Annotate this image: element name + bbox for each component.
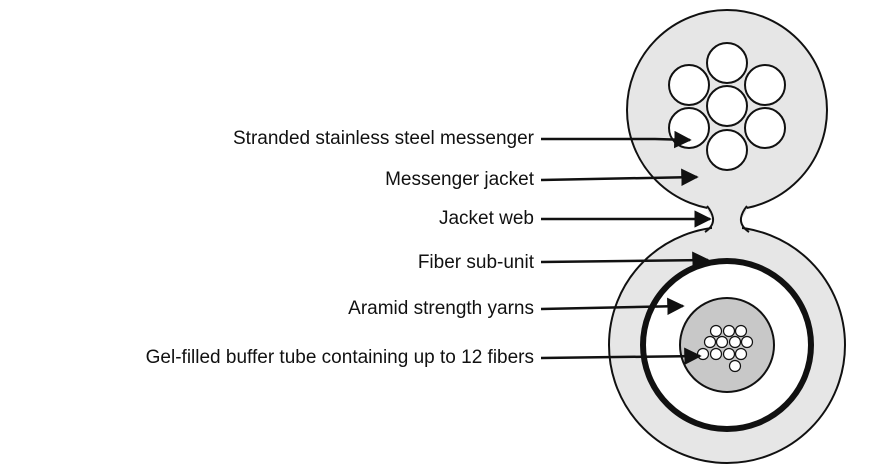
- leader-arrows: [540, 130, 712, 365]
- stranded-messenger: [668, 42, 786, 171]
- optical-fiber: [703, 335, 717, 349]
- arrow-aramid-strength-yarns: [540, 297, 685, 316]
- messenger-strand: [668, 107, 710, 149]
- optical-fiber: [728, 335, 742, 349]
- optical-fiber: [722, 324, 736, 338]
- optical-fiber: [696, 347, 710, 361]
- messenger-strand: [706, 129, 748, 171]
- label-aramid-strength-yarns: Aramid strength yarns: [348, 298, 534, 319]
- messenger-strand: [668, 64, 710, 106]
- optical-fiber: [740, 335, 754, 349]
- jacket-web-fill: [712, 198, 742, 240]
- optical-fiber: [715, 335, 729, 349]
- optical-fiber: [728, 359, 742, 373]
- optical-fiber: [734, 347, 748, 361]
- arrow-fiber-sub-unit: [540, 251, 710, 269]
- optical-fiber: [709, 347, 723, 361]
- optical-fiber: [709, 324, 723, 338]
- label-buffer-tube: Gel-filled buffer tube containing up to …: [145, 347, 534, 368]
- label-fiber-sub-unit: Fiber sub-unit: [417, 252, 534, 273]
- arrow-stranded-messenger: [541, 130, 692, 149]
- messenger-strand-center: [706, 85, 748, 127]
- optical-fiber: [722, 347, 736, 361]
- jacket-web-left-edge: [704, 205, 715, 233]
- messenger-strand: [744, 107, 786, 149]
- messenger-strand: [706, 42, 748, 84]
- arrow-buffer-tube: [540, 347, 702, 365]
- label-stranded-messenger: Stranded stainless steel messenger: [233, 128, 534, 149]
- messenger-strand: [744, 64, 786, 106]
- jacket-web-right-edge: [739, 205, 750, 233]
- label-messenger-jacket: Messenger jacket: [385, 169, 534, 190]
- optical-fiber: [734, 324, 748, 338]
- arrow-messenger-jacket: [540, 168, 699, 187]
- label-jacket-web: Jacket web: [438, 208, 534, 229]
